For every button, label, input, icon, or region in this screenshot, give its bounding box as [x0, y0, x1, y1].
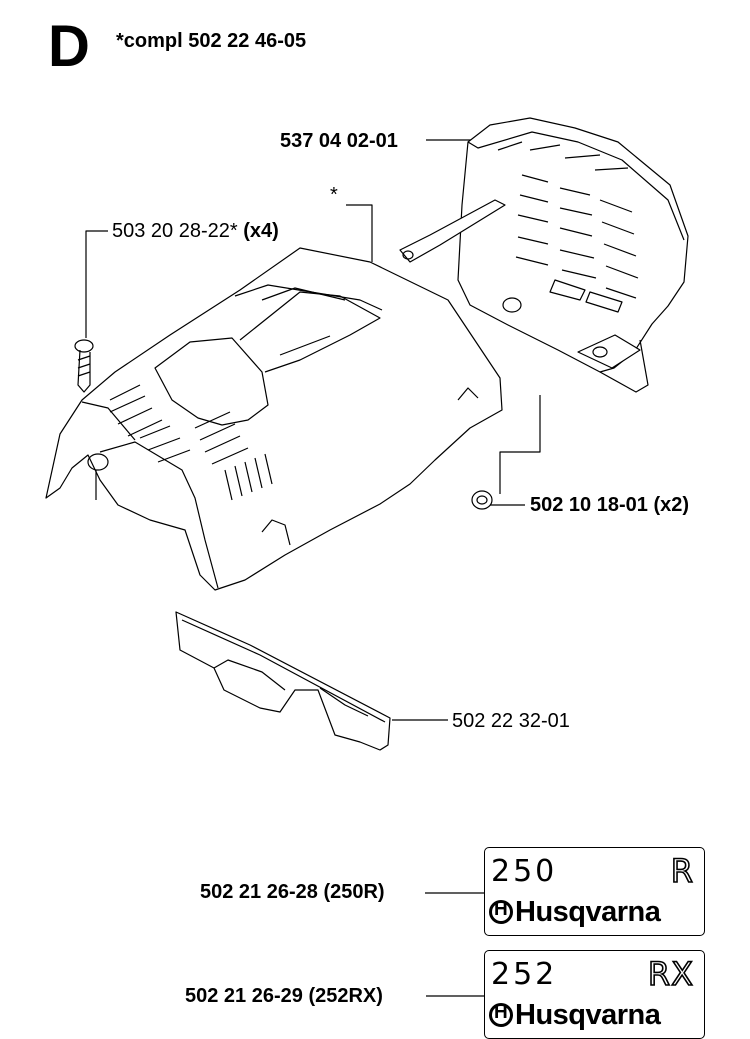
label-air-filter: 537 04 02-01 [280, 130, 398, 152]
screw-quantity: (x4) [243, 220, 279, 242]
decal-variant: RX [647, 954, 694, 994]
decal-250r: 250 R Husqvarna [484, 847, 705, 936]
assembly-note: *compl 502 22 46-05 [116, 30, 307, 52]
husqvarna-crown-icon [489, 1002, 513, 1027]
decal-model-number: 250 [491, 854, 558, 889]
decal-brand-name: Husqvarna [515, 999, 661, 1031]
decal-brand: Husqvarna [489, 896, 661, 929]
leader-line-nut-upper [499, 395, 541, 494]
screw-part-number: 503 20 28-22* [112, 220, 238, 242]
label-decal-252rx: 502 21 26-29 (252RX) [185, 985, 383, 1007]
decal-252rx: 252 RX Husqvarna [484, 950, 705, 1039]
label-screw: 503 20 28-22* (x4) [112, 221, 279, 241]
decal-model-number: 252 [491, 957, 558, 992]
leader-line-screw [85, 230, 108, 338]
leader-line-asterisk [346, 204, 373, 262]
bracket-drawing [175, 611, 391, 751]
screw-drawing [74, 339, 94, 393]
label-asterisk: * [330, 184, 338, 206]
decal-brand-name: Husqvarna [515, 896, 661, 928]
decal-brand: Husqvarna [489, 999, 661, 1032]
section-letter: D [48, 14, 90, 79]
label-bracket: 502 22 32-01 [452, 710, 570, 732]
husqvarna-crown-icon [489, 899, 513, 924]
label-nut: 502 10 18-01 (x2) [530, 494, 690, 516]
air-filter-drawing [399, 117, 689, 393]
cover-drawing [45, 247, 503, 591]
label-decal-250r: 502 21 26-28 (250R) [200, 881, 385, 903]
nut-drawing [471, 490, 493, 510]
decal-variant: R [670, 851, 694, 891]
